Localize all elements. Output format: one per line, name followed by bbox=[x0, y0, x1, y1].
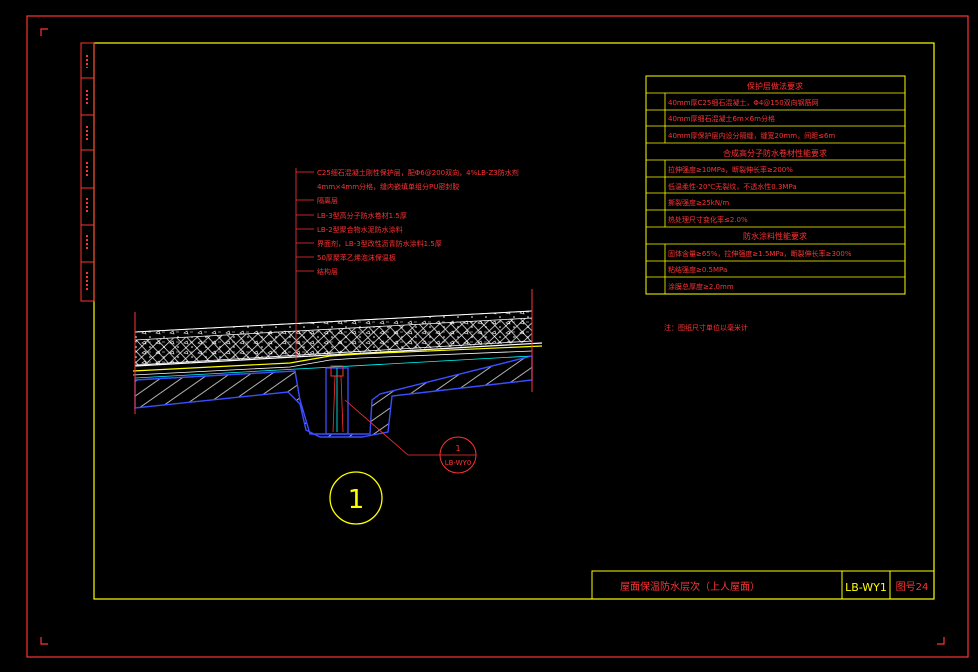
membrane-line bbox=[132, 345, 543, 372]
table-header: 保护层做法要求 bbox=[747, 81, 803, 91]
table-cell: 撕裂强度≥25kN/m bbox=[668, 198, 729, 207]
spec-table: 保护层做法要求 40mm厚C25细石混凝土，Φ4@150双向钢筋网 40mm厚细… bbox=[645, 75, 906, 295]
roof-section bbox=[132, 289, 543, 438]
layer-label: 界面剂，LB-3型改性沥青防水涂料1.5厚 bbox=[317, 239, 442, 248]
layer-label: 隔离层 bbox=[317, 196, 338, 205]
structural-slab bbox=[134, 355, 533, 438]
drawing-code: LB-WY1 bbox=[845, 581, 887, 594]
table-cell: 40mm厚C25细石混凝土，Φ4@150双向钢筋网 bbox=[668, 98, 819, 107]
table-cell: 拉伸强度≥10MPa，断裂伸长率≥200% bbox=[668, 165, 793, 174]
table-header: 合成高分子防水卷材性能要求 bbox=[723, 148, 827, 158]
corner-mark bbox=[40, 28, 48, 36]
drawing-note: 注：图纸尺寸单位以毫米计 bbox=[664, 323, 748, 332]
layer-label: 4mm×4mm分格，缝内嵌填单组分PU密封胶 bbox=[317, 182, 459, 191]
title-block: 屋面保温防水层次（上人屋面） LB-WY1 图号24 bbox=[591, 570, 935, 600]
insulation-hatch bbox=[135, 318, 532, 366]
binding-strip bbox=[80, 42, 95, 302]
table-cell: 固体含量≥65%，拉伸强度≥1.5MPa，断裂伸长率≥300% bbox=[668, 249, 852, 258]
callout-number: 1 bbox=[455, 444, 460, 453]
table-cell: 40mm厚细石混凝土6m×6m分格 bbox=[668, 114, 775, 123]
inner-frame bbox=[93, 42, 935, 600]
leader-lines bbox=[295, 168, 314, 360]
waterproof-coating bbox=[134, 355, 533, 379]
layer-label: 50厚聚苯乙烯泡沫保温板 bbox=[317, 253, 396, 262]
table-cell: 热处理尺寸变化率≤2.0% bbox=[668, 215, 748, 224]
figure-marker: 1 bbox=[329, 471, 383, 525]
table-cell: 40mm厚保护层内设分隔缝，缝宽20mm，间距≤6m bbox=[668, 131, 835, 140]
figure-number: 1 bbox=[348, 485, 365, 515]
table-header: 防水涂料性能要求 bbox=[743, 231, 807, 241]
layer-label: LB-2型聚合物水泥防水涂料 bbox=[317, 225, 403, 234]
table-cell: 涂膜总厚度≥2.0mm bbox=[668, 282, 734, 291]
sheet-number: 图号24 bbox=[896, 581, 929, 593]
table-cell: 低温柔性-20℃无裂纹，不透水性0.3MPa bbox=[668, 182, 797, 191]
outer-border bbox=[26, 15, 969, 658]
layer-label: C25细石混凝土刚性保护层，配Φ6@200双向，4%LB-Z3防水剂 bbox=[317, 168, 519, 177]
layer-labels: C25细石混凝土刚性保护层，配Φ6@200双向，4%LB-Z3防水剂 4mm×4… bbox=[317, 168, 519, 276]
table-cell: 粘结强度≥0.5MPa bbox=[668, 265, 727, 274]
layer-label: LB-3型高分子防水卷材1.5厚 bbox=[317, 211, 407, 220]
corner-mark bbox=[937, 637, 945, 645]
corner-mark bbox=[40, 637, 48, 645]
callout-ref: LB-WY0 bbox=[445, 459, 472, 467]
detail-callout: 1 LB-WY0 bbox=[344, 399, 477, 474]
layer-label: 结构层 bbox=[317, 267, 338, 276]
drawing-title: 屋面保温防水层次（上人屋面） bbox=[620, 580, 760, 593]
